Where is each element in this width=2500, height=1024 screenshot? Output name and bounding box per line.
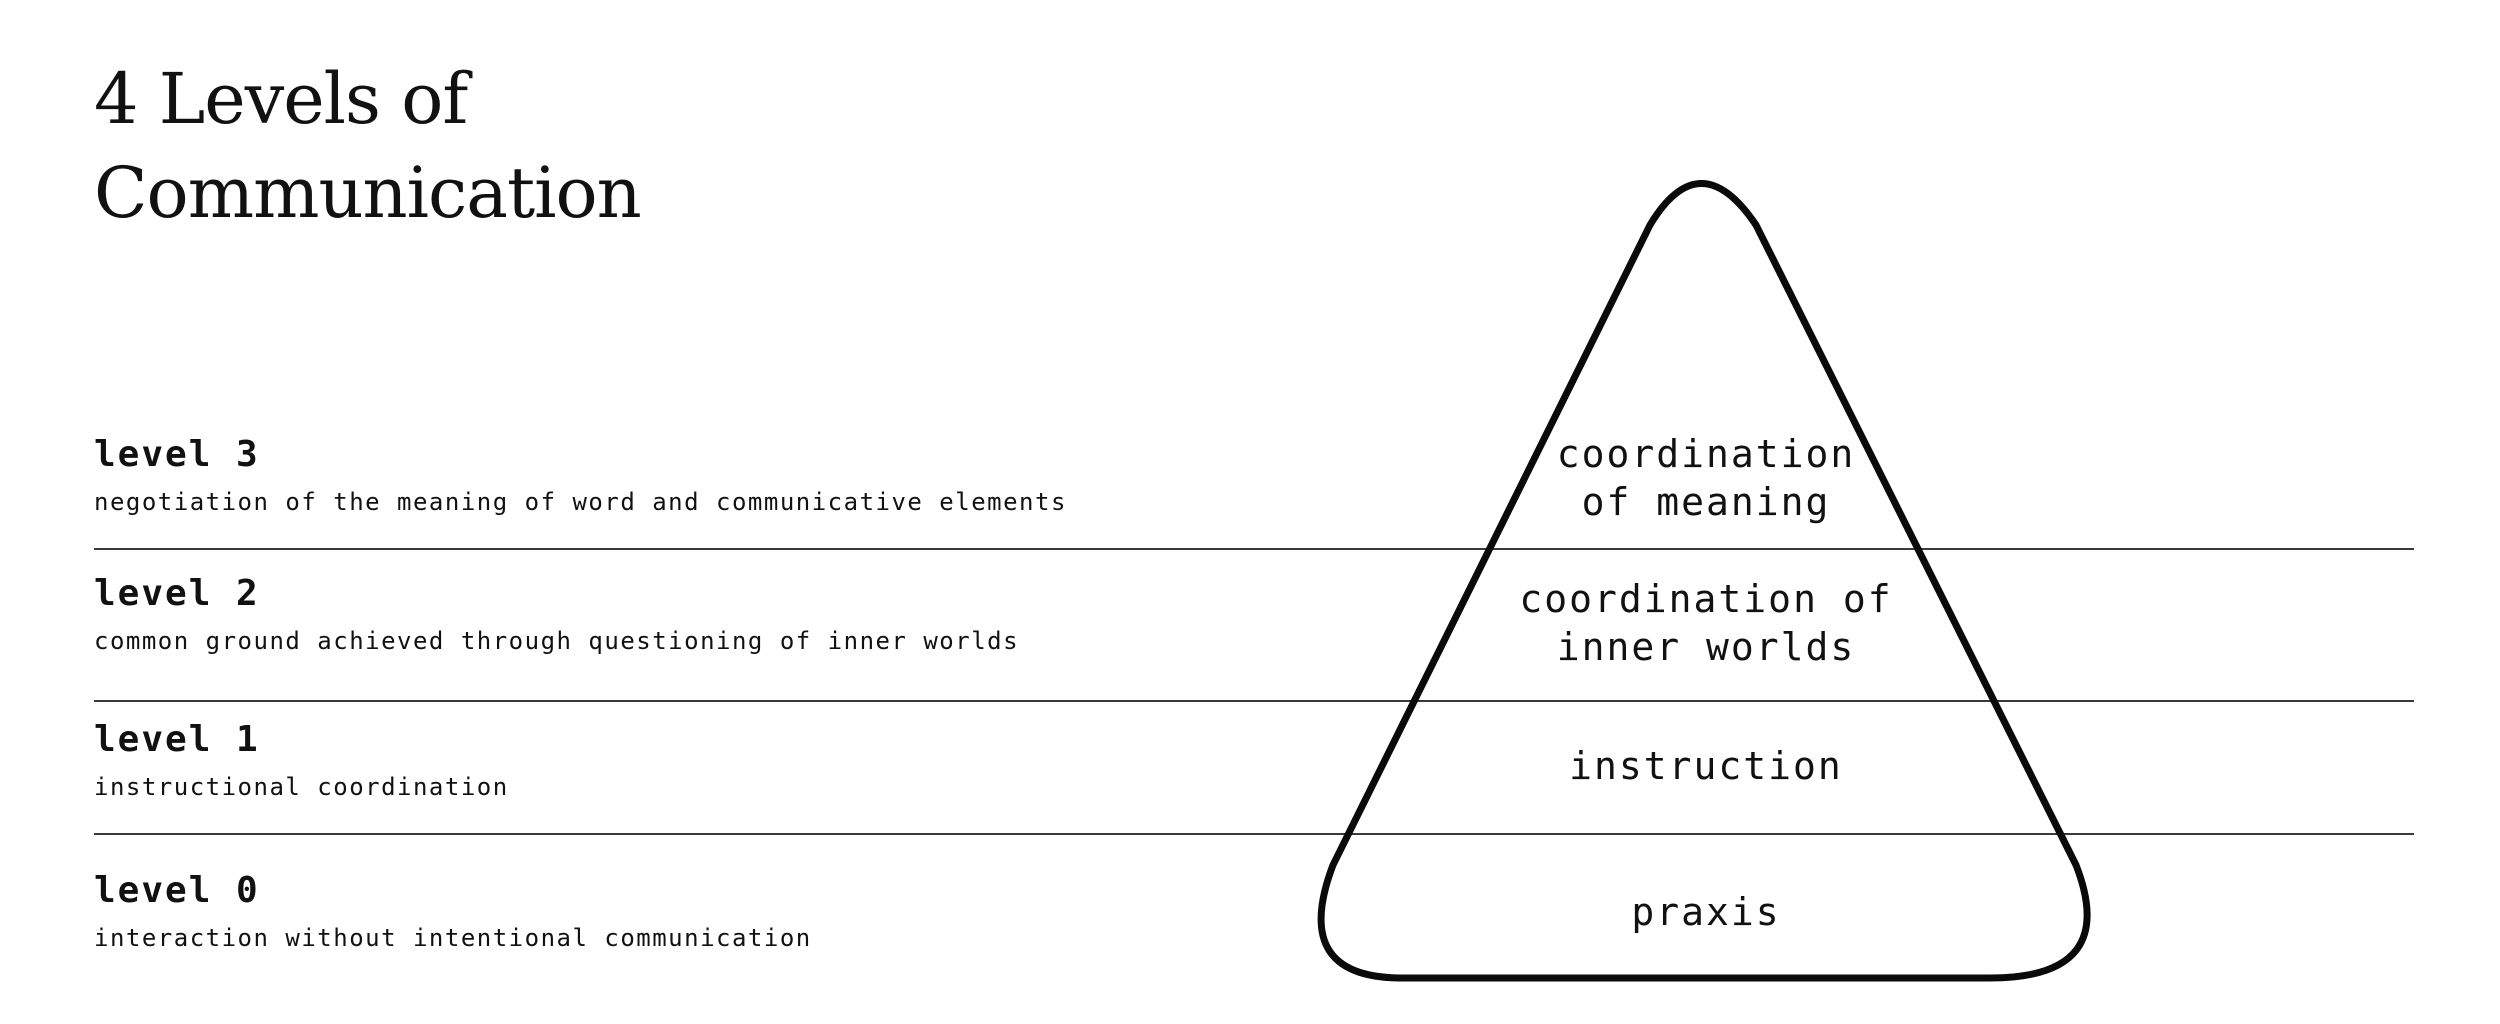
level-1-label: level 1 (94, 719, 260, 760)
pyramid-label-level-2: coordination of inner worlds (1406, 575, 2006, 671)
page-title: 4 Levels of Communication (94, 52, 642, 240)
level-2-description: common ground achieved through questioni… (94, 627, 1020, 655)
level-3-label: level 3 (94, 434, 260, 475)
level-0-label: level 0 (94, 870, 260, 911)
level-3-block: level 3 negotiation of the meaning of wo… (94, 435, 1294, 517)
pyramid-label-level-1: instruction (1406, 742, 2006, 790)
divider-level-1-0 (94, 833, 2414, 835)
pyramid-label-level-3-line-2: of meaning (1581, 480, 1831, 524)
level-3-description: negotiation of the meaning of word and c… (94, 488, 1067, 516)
pyramid-label-level-2-line-1: coordination of (1519, 577, 1893, 621)
level-1-block: level 1 instructional coordination (94, 720, 1294, 802)
pyramid-label-level-3-line-1: coordination (1556, 432, 1856, 476)
pyramid-label-level-0: praxis (1406, 888, 2006, 936)
level-0-description: interaction without intentional communic… (94, 924, 812, 952)
pyramid-label-level-3: coordination of meaning (1406, 430, 2006, 526)
pyramid-label-level-2-line-2: inner worlds (1556, 625, 1856, 669)
pyramid-label-level-1-line-1: instruction (1569, 744, 1843, 788)
divider-level-3-2 (94, 548, 2414, 550)
level-2-block: level 2 common ground achieved through q… (94, 574, 1294, 656)
pyramid-label-level-0-line-1: praxis (1631, 890, 1781, 934)
level-2-label: level 2 (94, 573, 260, 614)
level-1-description: instructional coordination (94, 773, 509, 801)
level-0-block: level 0 interaction without intentional … (94, 871, 1294, 953)
divider-level-2-1 (94, 700, 2414, 702)
page-title-line-1: 4 Levels of (94, 58, 468, 140)
page-title-line-2: Communication (94, 152, 642, 234)
